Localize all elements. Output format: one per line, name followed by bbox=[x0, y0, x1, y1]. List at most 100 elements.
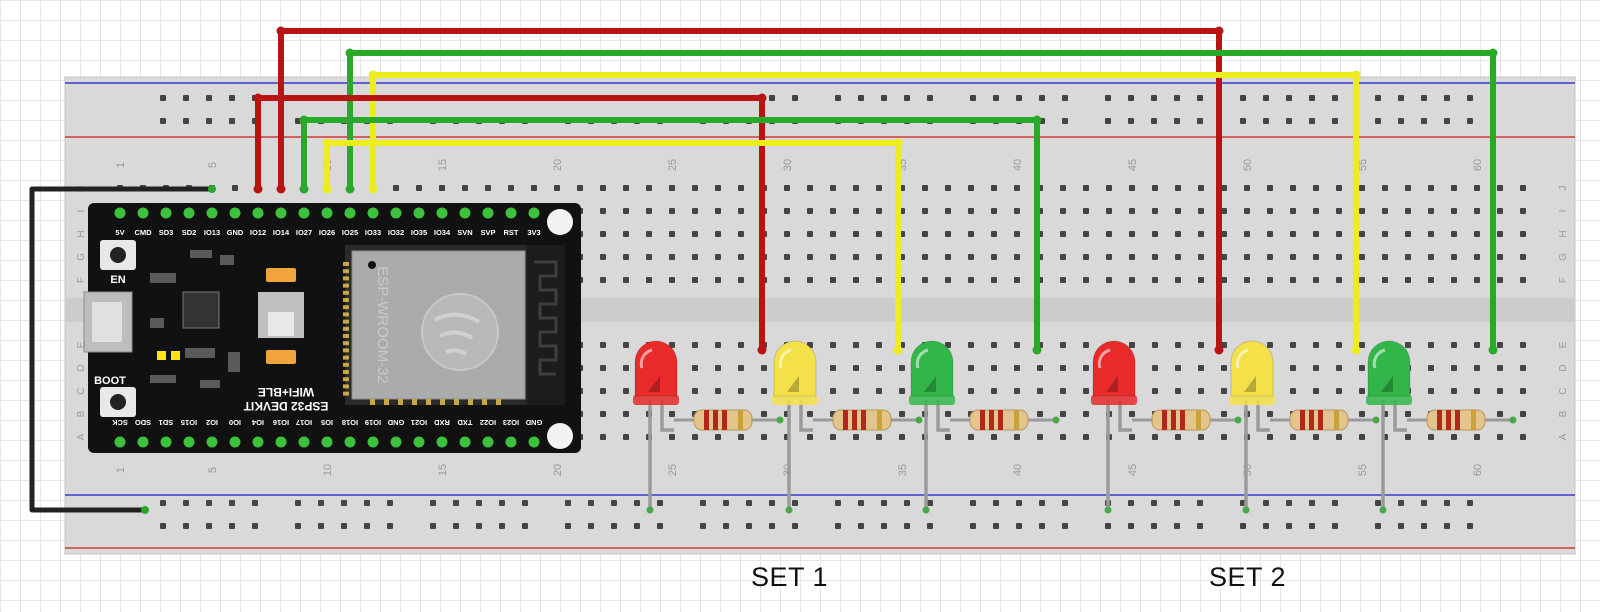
rail-hole bbox=[229, 95, 235, 101]
breadboard-hole bbox=[623, 434, 629, 440]
rail-hole bbox=[1421, 95, 1427, 101]
breadboard-hole bbox=[1152, 231, 1158, 237]
breadboard-hole bbox=[1244, 208, 1250, 214]
breadboard-hole bbox=[1175, 277, 1181, 283]
breadboard-hole bbox=[945, 208, 951, 214]
usb-port-inner bbox=[92, 302, 122, 342]
breadboard-hole bbox=[531, 185, 537, 191]
rail-hole bbox=[746, 500, 752, 506]
set-2-label: SET 2 bbox=[1209, 562, 1287, 592]
breadboard-hole bbox=[761, 411, 767, 417]
esp32-pin bbox=[137, 207, 149, 219]
breadboard-hole bbox=[1336, 388, 1342, 394]
breadboard-hole bbox=[738, 185, 744, 191]
breadboard-hole bbox=[1060, 434, 1066, 440]
breadboard-hole bbox=[1336, 277, 1342, 283]
resistor-end bbox=[776, 416, 784, 424]
wire-end bbox=[322, 184, 332, 194]
esp32-bottom-pins bbox=[114, 436, 540, 448]
rail-hole bbox=[588, 523, 594, 529]
breadboard-hole bbox=[738, 434, 744, 440]
breadboard-hole bbox=[991, 388, 997, 394]
breadboard-hole bbox=[1152, 277, 1158, 283]
rail-hole bbox=[746, 523, 752, 529]
breadboard-hole bbox=[1405, 208, 1411, 214]
led-yellow bbox=[1229, 340, 1380, 514]
rail-hole bbox=[858, 500, 864, 506]
breadboard-hole bbox=[1474, 254, 1480, 260]
breadboard-hole bbox=[1083, 434, 1089, 440]
rail-hole bbox=[476, 500, 482, 506]
rail-hole bbox=[1332, 523, 1338, 529]
breadboard-hole bbox=[1267, 342, 1273, 348]
esp32-pin-label: IO18 bbox=[342, 418, 358, 427]
rail-hole bbox=[1309, 95, 1315, 101]
breadboard-hole bbox=[945, 231, 951, 237]
led-red bbox=[633, 340, 784, 514]
breadboard-hole bbox=[945, 254, 951, 260]
rail-hole bbox=[341, 500, 347, 506]
breadboard-hole bbox=[853, 434, 859, 440]
rail-hole bbox=[1174, 118, 1180, 124]
breadboard-hole bbox=[1290, 277, 1296, 283]
esp32-pin-label: RST bbox=[504, 228, 519, 237]
rail-hole bbox=[993, 523, 999, 529]
rail-hole bbox=[904, 523, 910, 529]
rail-hole bbox=[1375, 95, 1381, 101]
rail-hole bbox=[700, 500, 706, 506]
breadboard-hole bbox=[1060, 277, 1066, 283]
resistor-band bbox=[738, 410, 743, 430]
breadboard-hole bbox=[1221, 388, 1227, 394]
breadboard-hole bbox=[715, 388, 721, 394]
wire-end bbox=[368, 70, 378, 80]
rail-hole bbox=[499, 500, 505, 506]
column-number-bottom: 55 bbox=[1357, 464, 1369, 476]
rail-hole bbox=[927, 523, 933, 529]
rail-hole bbox=[1174, 95, 1180, 101]
rail-hole bbox=[1039, 500, 1045, 506]
breadboard-hole bbox=[715, 277, 721, 283]
led-yellow bbox=[772, 340, 923, 514]
smd-component bbox=[200, 380, 220, 388]
rail-hole bbox=[1375, 523, 1381, 529]
rail-hole bbox=[183, 500, 189, 506]
breadboard-hole bbox=[1428, 254, 1434, 260]
smd-component bbox=[150, 273, 176, 283]
rail-hole bbox=[387, 523, 393, 529]
breadboard-hole bbox=[1520, 208, 1526, 214]
breadboard-hole bbox=[807, 434, 813, 440]
row-letter-left: H bbox=[76, 230, 87, 237]
wroom-pad bbox=[343, 362, 349, 367]
wire-endpoints bbox=[253, 26, 1498, 355]
breadboard-hole bbox=[1175, 231, 1181, 237]
rail-hole bbox=[252, 500, 258, 506]
breadboard-hole bbox=[945, 434, 951, 440]
wires bbox=[29, 26, 1498, 514]
esp32-pin bbox=[252, 207, 264, 219]
rail-hole bbox=[1286, 118, 1292, 124]
rail-hole bbox=[1062, 95, 1068, 101]
breadboard-hole bbox=[1129, 411, 1135, 417]
rail-hole bbox=[160, 95, 166, 101]
resistor-end bbox=[1509, 416, 1517, 424]
esp32-pin-label: GND bbox=[525, 418, 542, 427]
breadboard-hole bbox=[1014, 365, 1020, 371]
wroom-pad bbox=[440, 399, 445, 405]
breadboard-hole bbox=[1313, 388, 1319, 394]
esp32-pin bbox=[183, 207, 195, 219]
resistor-band bbox=[843, 410, 848, 430]
rail-hole bbox=[1197, 118, 1203, 124]
wroom-pad bbox=[343, 334, 349, 338]
breadboard-hole bbox=[1244, 277, 1250, 283]
breadboard-hole bbox=[692, 342, 698, 348]
rail-hole bbox=[295, 118, 301, 124]
esp32-pin bbox=[344, 436, 356, 448]
breadboard-hole bbox=[922, 231, 928, 237]
breadboard-hole bbox=[1382, 208, 1388, 214]
breadboard-hole bbox=[646, 231, 652, 237]
row-letter-left: A bbox=[76, 433, 87, 440]
led-green bbox=[909, 340, 1060, 514]
wire-end bbox=[345, 48, 355, 58]
breadboard-hole bbox=[1497, 277, 1503, 283]
